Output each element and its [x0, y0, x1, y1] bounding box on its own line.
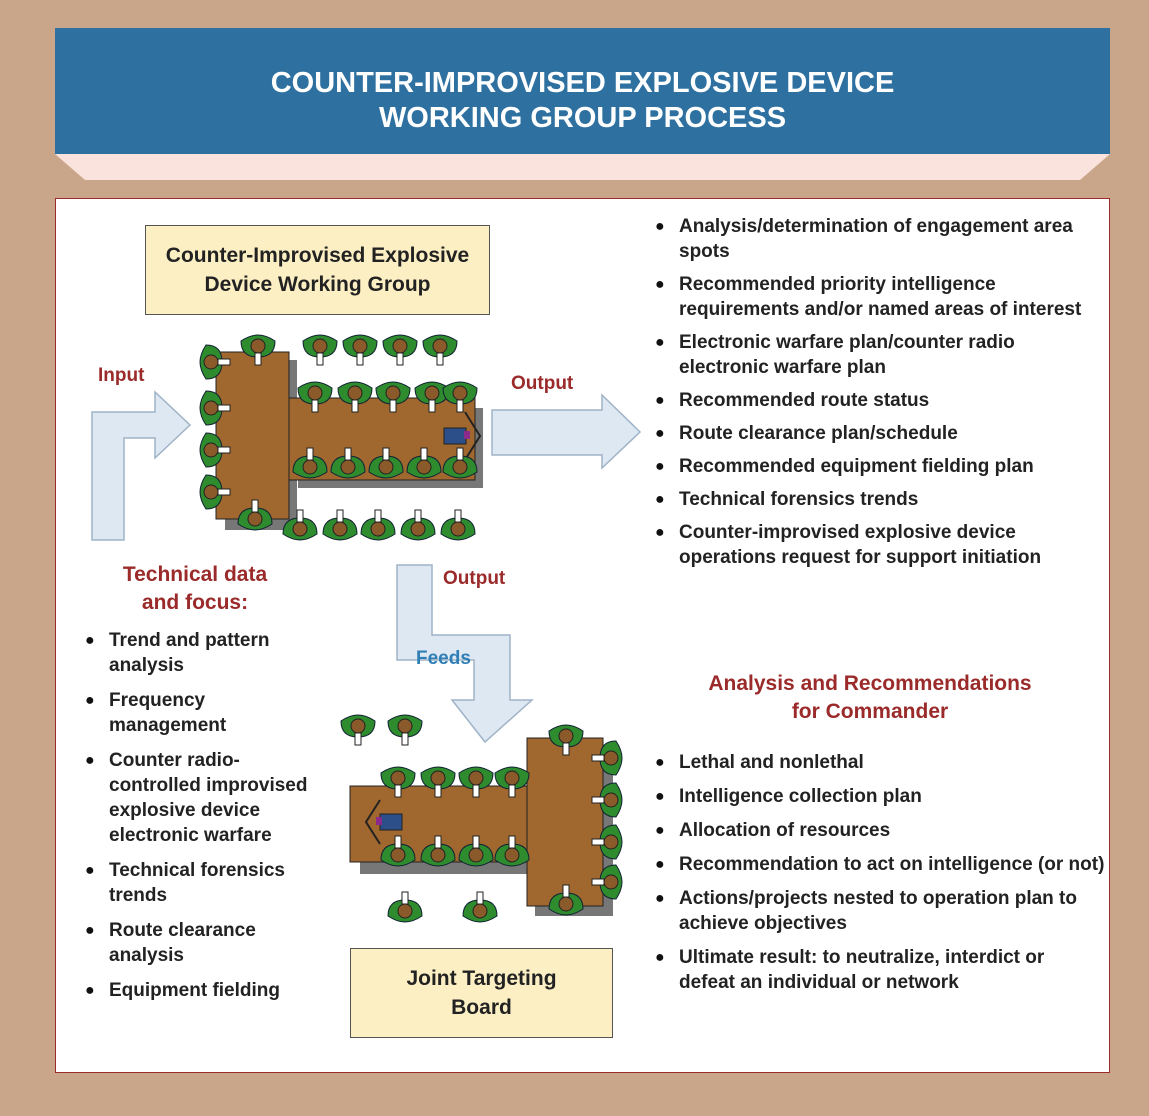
person-icon: [237, 499, 273, 531]
person-icon: [462, 891, 498, 923]
person-icon: [199, 390, 231, 426]
output-right-label: Output: [511, 373, 574, 394]
person-icon: [382, 334, 418, 366]
list-item: Recommended equipment fielding plan: [655, 454, 1105, 479]
technical-heading-line-1: Technical data: [122, 563, 268, 586]
list-item: Route clearance plan/schedule: [655, 421, 1105, 446]
person-icon: [199, 432, 231, 468]
person-icon: [548, 724, 584, 756]
person-icon: [406, 447, 442, 479]
person-icon: [360, 509, 396, 541]
person-icon: [297, 381, 333, 413]
list-item: Recommendation to act on intelligence (o…: [655, 852, 1105, 877]
person-icon: [282, 509, 318, 541]
person-icon: [292, 447, 328, 479]
person-icon: [548, 884, 584, 916]
person-icon: [422, 334, 458, 366]
output-list: Analysis/determination of engagement are…: [655, 214, 1105, 570]
list-item: Equipment fielding: [85, 978, 325, 1003]
person-icon: [330, 447, 366, 479]
person-icon: [380, 835, 416, 867]
person-icon: [199, 344, 231, 380]
list-item: Electronic warfare plan/counter radio el…: [655, 330, 1105, 380]
targeting-line-2: Board: [451, 996, 512, 1019]
list-item: Ultimate result: to neutralize, interdic…: [655, 945, 1105, 995]
person-icon: [494, 766, 530, 798]
output-down-label: Output: [443, 568, 506, 589]
list-item: Recommended priority intelligence requir…: [655, 272, 1105, 322]
technical-heading-line-2: and focus:: [141, 591, 249, 614]
working-group-line-2: Device Working Group: [204, 273, 431, 296]
list-item: Lethal and nonlethal: [655, 750, 1105, 775]
working-group-box: Counter-Improvised Explosive Device Work…: [145, 225, 490, 315]
person-icon: [458, 766, 494, 798]
list-item: Counter radio-controlled improvised expl…: [85, 748, 325, 848]
title-line-1: COUNTER-IMPROVISED EXPLOSIVE DEVICE: [270, 67, 895, 99]
input-arrow: [91, 390, 192, 541]
targeting-line-1: Joint Targeting: [406, 967, 557, 990]
person-icon: [420, 835, 456, 867]
person-icon: [240, 334, 276, 366]
person-icon: [302, 334, 338, 366]
person-icon: [340, 714, 376, 746]
list-item: Counter-improvised explosive device oper…: [655, 520, 1105, 570]
targeting-board-table-illustration: [349, 737, 613, 916]
person-icon: [591, 782, 623, 818]
person-icon: [380, 766, 416, 798]
person-icon: [442, 381, 478, 413]
banner-bevel: [55, 154, 1110, 180]
person-icon: [387, 714, 423, 746]
title-line-2: WORKING GROUP PROCESS: [378, 102, 787, 134]
analysis-heading-line-1: Analysis and Recommendations: [708, 672, 1032, 695]
person-icon: [591, 864, 623, 900]
person-icon: [420, 766, 456, 798]
person-icon: [591, 740, 623, 776]
technical-heading: Technical data and focus:: [80, 561, 310, 617]
person-icon: [387, 891, 423, 923]
analysis-heading: Analysis and Recommendations for Command…: [640, 670, 1100, 726]
working-group-line-1: Counter-Improvised Explosive: [165, 244, 470, 267]
person-icon: [337, 381, 373, 413]
person-icon: [199, 474, 231, 510]
feeds-label: Feeds: [416, 648, 471, 669]
person-icon: [414, 381, 450, 413]
list-item: Analysis/determination of engagement are…: [655, 214, 1105, 264]
joint-targeting-box: Joint Targeting Board: [350, 948, 613, 1038]
person-icon: [458, 835, 494, 867]
person-icon: [591, 824, 623, 860]
output-down-arrow: [396, 564, 534, 744]
person-icon: [400, 509, 436, 541]
page-title: COUNTER-IMPROVISED EXPLOSIVE DEVICE WORK…: [55, 28, 1110, 136]
person-icon: [442, 447, 478, 479]
analysis-heading-line-2: for Commander: [791, 700, 949, 723]
person-icon: [440, 509, 476, 541]
person-icon: [342, 334, 378, 366]
output-right-arrow: [491, 393, 642, 470]
working-group-table-illustration: [215, 351, 483, 530]
person-icon: [322, 509, 358, 541]
list-item: Route clearance analysis: [85, 918, 325, 968]
list-item: Technical forensics trends: [85, 858, 325, 908]
list-item: Frequency management: [85, 688, 325, 738]
person-icon: [368, 447, 404, 479]
input-label: Input: [98, 365, 145, 386]
list-item: Recommended route status: [655, 388, 1105, 413]
person-icon: [494, 835, 530, 867]
list-item: Actions/projects nested to operation pla…: [655, 886, 1105, 936]
list-item: Trend and pattern analysis: [85, 628, 325, 678]
list-item: Allocation of resources: [655, 818, 1105, 843]
list-item: Technical forensics trends: [655, 487, 1105, 512]
technical-list: Trend and pattern analysis Frequency man…: [85, 628, 325, 1003]
person-icon: [375, 381, 411, 413]
analysis-list: Lethal and nonlethal Intelligence collec…: [655, 750, 1105, 995]
list-item: Intelligence collection plan: [655, 784, 1105, 809]
title-banner: COUNTER-IMPROVISED EXPLOSIVE DEVICE WORK…: [55, 28, 1110, 154]
